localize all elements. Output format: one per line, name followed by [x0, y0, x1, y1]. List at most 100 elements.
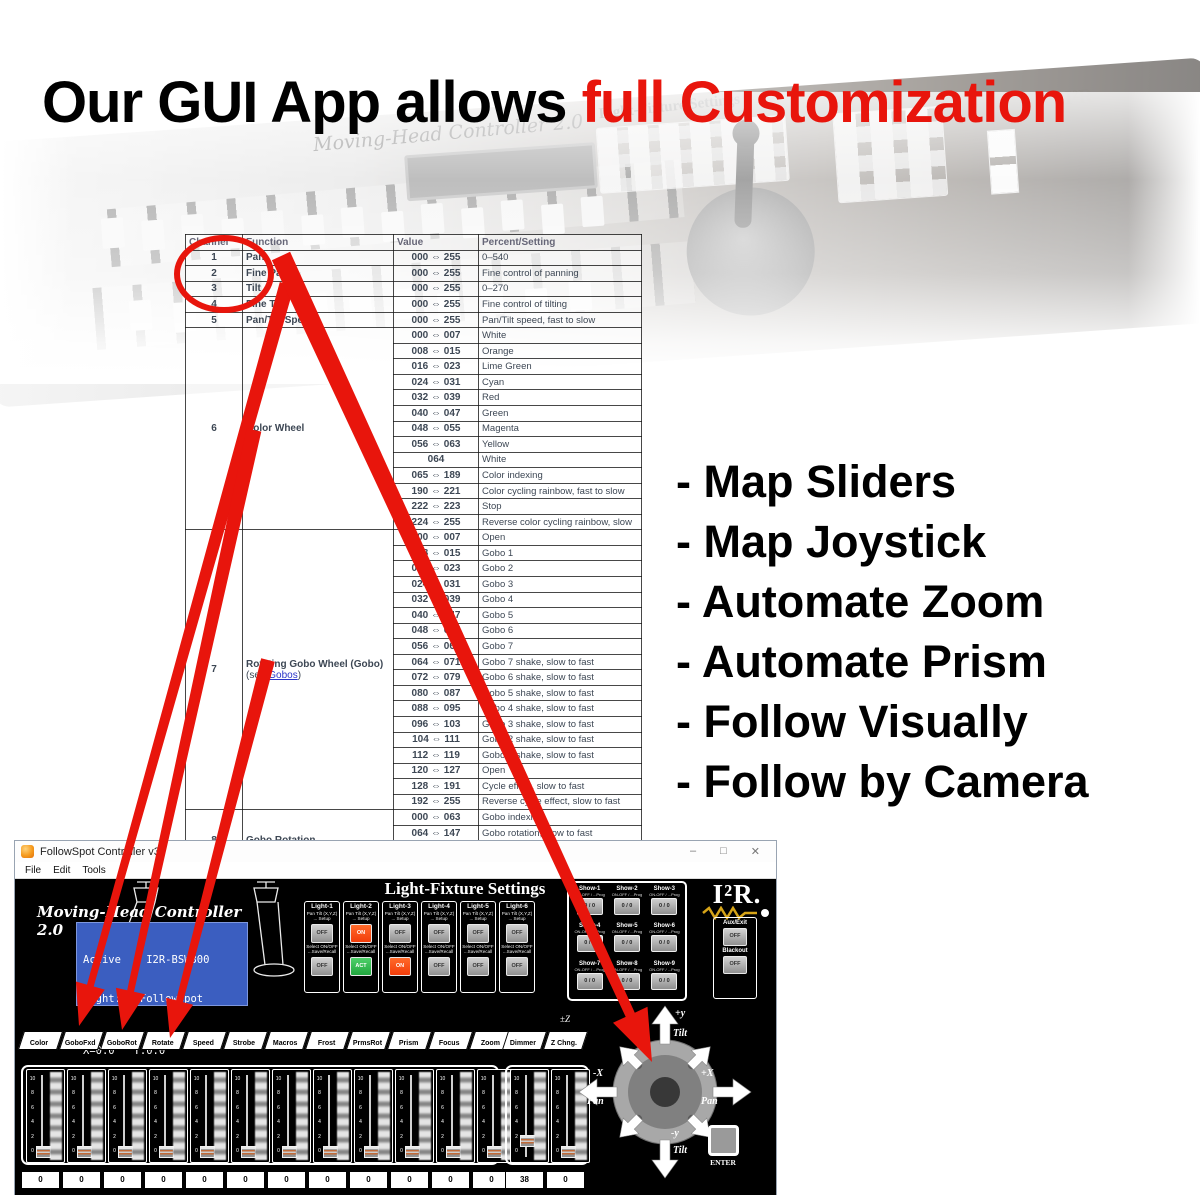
light-setup-button[interactable]: OFF: [311, 923, 333, 943]
slider-unit: 10 8 6 4 2 0: [190, 1069, 229, 1163]
slider-knob[interactable]: [282, 1146, 297, 1158]
lcd-display: Active I2R-BSW300 Light:2->FollowSpot X=…: [76, 922, 248, 1057]
light-select-button[interactable]: ON: [389, 956, 411, 976]
value-cell: 064 ⇔ 071: [393, 653, 479, 671]
menu-item[interactable]: Edit: [53, 864, 71, 876]
light-select-button[interactable]: OFF: [428, 956, 450, 976]
slider-track: [525, 1075, 527, 1157]
value-cell: 000 ⇔ 255: [393, 311, 479, 329]
page-title: Our GUI App allows full Customization: [42, 69, 1067, 136]
show-button[interactable]: 0 / 0: [576, 972, 603, 990]
light-setup-button[interactable]: OFF: [467, 923, 489, 943]
slider-tab-label: Rotate: [151, 1040, 174, 1047]
value-cell: 088 ⇔ 095: [393, 700, 479, 717]
slider-unit: 10 8 6 4 2 0: [354, 1069, 393, 1163]
show-button[interactable]: 0 / 0: [576, 935, 603, 953]
menu-item[interactable]: Tools: [82, 864, 106, 876]
show-button[interactable]: 0 / 0: [613, 898, 640, 915]
slider-knob[interactable]: [446, 1146, 461, 1158]
value-cell: 080 ⇔ 087: [393, 684, 479, 702]
light-panel: Light-3 Pan Tilt (X,Y,Z) ... Setup OFF S…: [382, 901, 418, 993]
slider-scale: 10 8 6 4 2 0: [234, 1076, 241, 1155]
headline-black: Our GUI App allows: [42, 69, 582, 135]
slider-knob[interactable]: [118, 1146, 133, 1158]
setting-cell: Gobo rotation, slow to fast: [478, 824, 642, 842]
maximize-icon[interactable]: □: [720, 845, 727, 857]
minimize-icon[interactable]: –: [690, 845, 697, 857]
function-cell: Pan/Tilt Speed: [242, 311, 394, 329]
slider-tab-label: Focus: [439, 1040, 460, 1047]
slider-metal-column: [173, 1072, 185, 1160]
light-panel-title: Light-5: [467, 903, 489, 910]
slider-unit: 10 8 6 4 2 0: [231, 1069, 270, 1163]
slider-knob[interactable]: [36, 1146, 51, 1158]
show-grid: Show-1 ON-OFF / ...Prog 0 / 0 Show-2 ON-…: [567, 881, 687, 1001]
setting-cell: Fine control of panning: [478, 265, 642, 282]
slider-scale: 10 8 6 4 2 0: [111, 1076, 118, 1155]
lcd-line1: Active I2R-BSW300: [83, 954, 210, 966]
show-button[interactable]: 0 / 0: [651, 898, 678, 915]
i2r-logo: I²R.: [693, 879, 776, 920]
slider-value: 0: [349, 1171, 388, 1189]
enter-button[interactable]: [707, 1125, 739, 1156]
slider-tab-label: Dimmer: [510, 1040, 537, 1047]
show-button[interactable]: 0 / 0: [651, 935, 678, 953]
light-select-button[interactable]: OFF: [506, 956, 528, 976]
joystick[interactable]: +y Tilt -X Pan +X Pan -y Tilt: [573, 1004, 763, 1194]
close-icon[interactable]: ✕: [750, 846, 760, 858]
slider-metal-column: [460, 1072, 472, 1160]
value-cell: 008 ⇔ 015: [393, 544, 479, 562]
slider-knob[interactable]: [487, 1146, 502, 1158]
i2r-logo-text: I²R.: [712, 879, 762, 909]
blackout-button[interactable]: OFF: [723, 956, 747, 974]
light-setup-button[interactable]: OFF: [506, 923, 528, 943]
setting-cell: Gobo 7 shake, slow to fast: [478, 653, 642, 671]
light-select-button[interactable]: OFF: [467, 956, 489, 976]
slider-knob[interactable]: [520, 1134, 535, 1147]
value-cell: 096 ⇔ 103: [393, 715, 479, 733]
slider-tab-label: Color: [30, 1040, 49, 1047]
show-button[interactable]: 0 / 0: [613, 972, 640, 990]
slider-unit: 10 8 6 4 2 0: [436, 1069, 475, 1163]
slider-tab: GoboRot: [99, 1031, 146, 1050]
slider-knob[interactable]: [77, 1146, 92, 1158]
light-setup-button[interactable]: OFF: [389, 923, 411, 943]
light-setup-button[interactable]: ON: [350, 923, 372, 943]
menu-item[interactable]: File: [25, 864, 42, 876]
channel-cell: 5: [185, 311, 243, 329]
slider-track: [205, 1075, 207, 1157]
slider-knob[interactable]: [364, 1146, 379, 1158]
slider-knob[interactable]: [159, 1146, 174, 1158]
slider-knob[interactable]: [200, 1146, 215, 1158]
gobos-link[interactable]: Gobos: [268, 669, 298, 681]
value-cell: 190 ⇔ 221: [393, 482, 479, 500]
show-button[interactable]: 0 / 0: [613, 935, 640, 953]
value-cell: 064 ⇔ 147: [393, 824, 479, 842]
slider-knob[interactable]: [405, 1146, 420, 1158]
slider-metal-column: [534, 1072, 546, 1160]
app-body: Moving-Head Controller 2.0 Active I2R-BS…: [15, 879, 776, 1195]
light-select-button[interactable]: ACT: [350, 956, 372, 976]
light-setup-button[interactable]: OFF: [428, 923, 450, 943]
slider-metal-column: [296, 1072, 308, 1160]
show-button[interactable]: 0 / 0: [576, 898, 603, 915]
setting-cell: Magenta: [478, 420, 642, 438]
channel-cell: 6: [185, 327, 243, 531]
value-cell: 024 ⇔ 031: [393, 576, 479, 593]
light-select-label: Select ON/OFF ...Save/Recall: [384, 943, 416, 955]
slider-value: 0: [546, 1171, 585, 1189]
window-titlebar: FollowSpot Controller v3 – □ ✕: [15, 841, 776, 862]
light-panel-title: Light-1: [311, 903, 333, 910]
show-button[interactable]: 0 / 0: [651, 972, 678, 990]
aux-exit-button[interactable]: OFF: [723, 928, 747, 946]
value-cell: 072 ⇔ 079: [393, 669, 479, 686]
slider-knob[interactable]: [323, 1146, 338, 1158]
value-cell: 048 ⇔ 055: [393, 622, 479, 640]
slider-unit: 10 8 6 4 2 0: [477, 1069, 516, 1163]
setting-cell: Fine control of tilting: [478, 296, 642, 313]
slider-knob[interactable]: [241, 1146, 256, 1158]
light-select-button[interactable]: OFF: [311, 956, 333, 976]
